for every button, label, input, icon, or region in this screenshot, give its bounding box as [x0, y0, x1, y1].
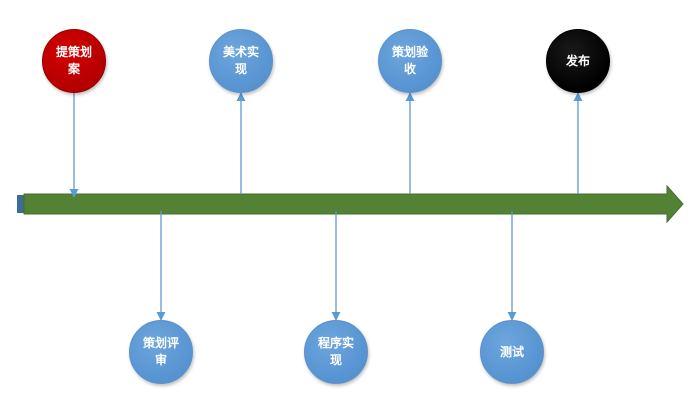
milestone-node-2: 策划评审 [129, 320, 193, 384]
milestone-node-1: 提策划案 [42, 29, 106, 93]
milestone-node-3: 美术实现 [209, 29, 273, 93]
milestone-label: 发布 [565, 53, 590, 68]
milestone-node-7: 发布 [546, 29, 610, 93]
milestone-label: 策划验收 [391, 45, 428, 76]
milestone-node-5: 策划验收 [378, 29, 442, 93]
milestone-label: 程序实现 [317, 336, 354, 367]
milestone-node-4: 程序实现 [304, 320, 368, 384]
milestone-label: 美术实现 [222, 45, 259, 76]
milestone-node-6: 测试 [480, 320, 544, 384]
timeline-arrow [23, 184, 684, 224]
timeline-start-cap [17, 195, 24, 213]
connector-group [69, 92, 583, 321]
milestone-label: 策划评审 [142, 336, 179, 367]
milestone-label: 测试 [499, 344, 524, 359]
milestone-label: 提策划案 [55, 45, 92, 76]
